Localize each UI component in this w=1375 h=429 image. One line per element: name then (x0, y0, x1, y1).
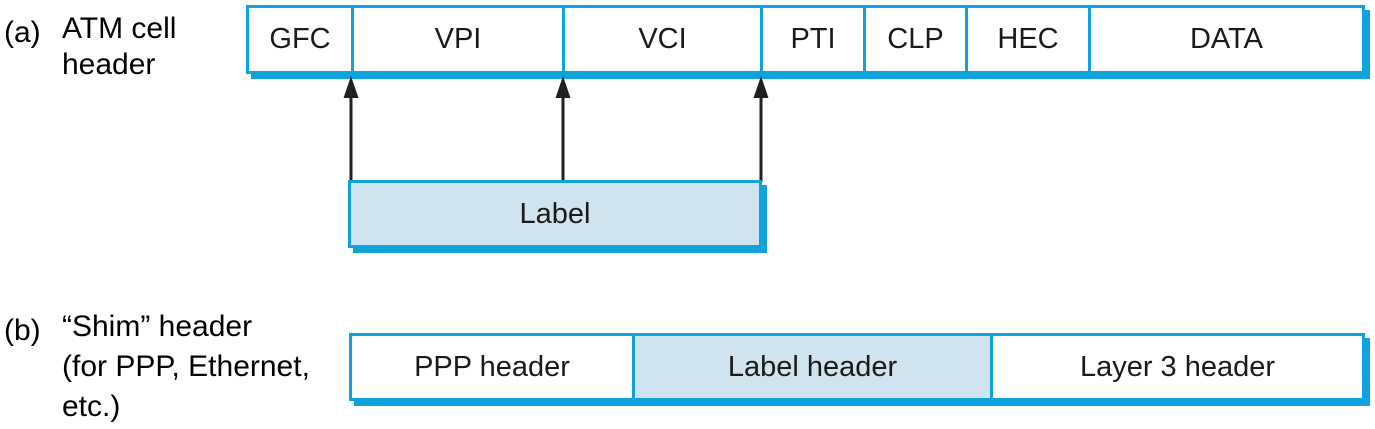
atm-cell-data[interactable]: DATA (1189, 23, 1264, 55)
shim-cell-layer3-header[interactable]: Layer 3 header (1079, 350, 1276, 383)
arrow-to-vci-pti-boundary (748, 76, 774, 182)
panel-b-caption-line-1: “Shim” header (62, 310, 253, 343)
mpls-label-box[interactable]: Label (348, 180, 762, 248)
panel-a-caption-line-1: ATM cell (62, 12, 177, 45)
arrow-to-vpi-vci-boundary (550, 76, 576, 182)
panel-a-caption-line-2: header (62, 48, 156, 81)
atm-cell-vpi[interactable]: VPI (354, 8, 565, 71)
panel-a-tag: (a) (4, 16, 41, 49)
atm-cell-pti[interactable]: PTI (763, 8, 866, 71)
atm-cell-hec[interactable]: HEC (968, 8, 1091, 71)
atm-cell-vci[interactable]: VCI (565, 8, 763, 71)
shim-header-bar: PPP header Label header Layer 3 header (349, 333, 1365, 401)
atm-cell-gfc[interactable]: GFC (249, 8, 354, 71)
panel-b-tag: (b) (4, 314, 41, 347)
mpls-label-text: Label (519, 197, 591, 230)
atm-cell-header-bar: GFC VPI VCI PTI CLP HEC DATA (246, 5, 1365, 74)
shim-cell-label-header[interactable]: Label header (635, 336, 993, 398)
panel-b-caption-line-3: etc.) (62, 390, 121, 423)
shim-cell-ppp-header[interactable]: PPP header (352, 336, 635, 398)
atm-cell-clp[interactable]: CLP (866, 8, 968, 71)
panel-b-caption-line-2: (for PPP, Ethernet, (62, 350, 310, 383)
arrow-to-gfc-vpi-boundary (338, 76, 364, 182)
